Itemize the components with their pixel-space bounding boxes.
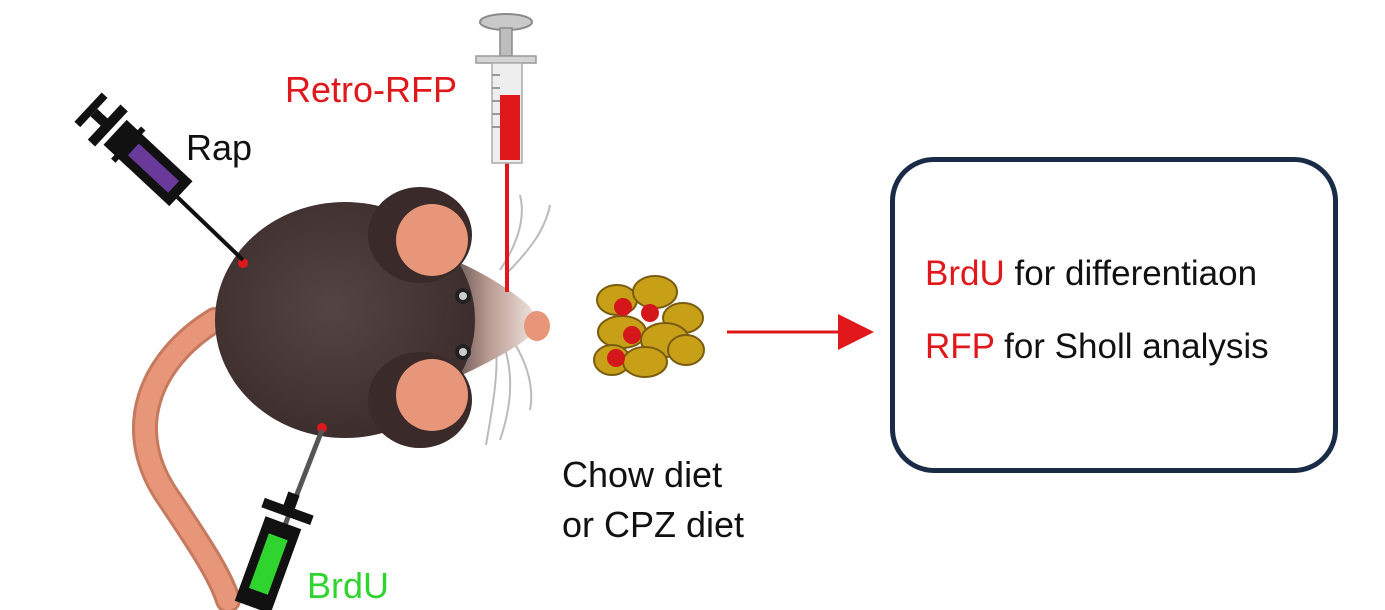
mouse-nose: [524, 311, 550, 341]
flow-arrow: [727, 314, 874, 350]
retro-rfp-syringe-icon: [475, 13, 537, 292]
results-rfp-highlight: RFP: [925, 327, 995, 366]
brdu-label: BrdU: [307, 565, 390, 606]
results-line-rfp: RFP for Sholl analysis: [925, 327, 1269, 367]
results-box: BrdU for differentiaon RFP for Sholl ana…: [890, 157, 1338, 473]
mouse-tail: [132, 307, 241, 610]
rap-label: Rap: [186, 127, 253, 168]
diet-label-line1: Chow diet: [562, 454, 723, 495]
results-rfp-text: for Sholl analysis: [994, 327, 1269, 366]
injection-point-rap: [238, 258, 248, 268]
mouse-ear-bottom: [368, 352, 472, 448]
mouse-ear-top: [368, 187, 472, 283]
mouse-eyes: [455, 288, 471, 360]
results-brdu-highlight: BrdU: [925, 254, 1005, 293]
results-brdu-text: for differentiaon: [1004, 254, 1258, 293]
brdu-syringe-icon: [234, 429, 325, 610]
retro-rfp-label: Retro-RFP: [285, 69, 458, 110]
diet-label-line2: or CPZ diet: [562, 504, 745, 545]
diet-pellets-icon: [593, 275, 705, 378]
rap-syringe-icon: [74, 92, 245, 262]
results-line-brdu: BrdU for differentiaon: [925, 254, 1257, 294]
